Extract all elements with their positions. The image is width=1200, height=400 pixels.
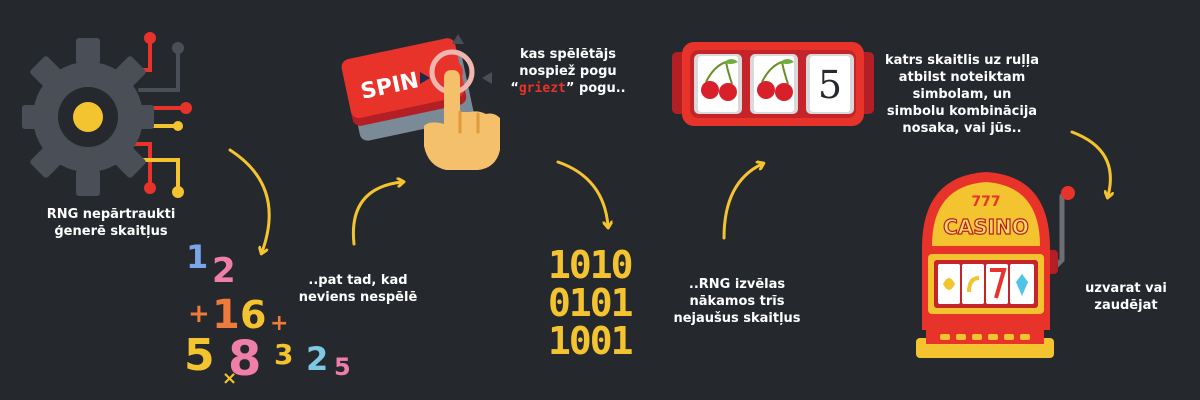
binary-line: 1010 bbox=[548, 243, 634, 287]
spin-button-hand-icon: SPIN bbox=[341, 34, 500, 170]
caption-spin-before: kas spēlētājs nospiež pogu “ bbox=[510, 47, 617, 96]
reel-number: 5 bbox=[806, 54, 854, 114]
gear-circuit-icon bbox=[22, 32, 192, 198]
number-glyph: 2 bbox=[212, 251, 236, 291]
flow-arrow-1 bbox=[228, 148, 271, 252]
machine-sign-top: 777 bbox=[971, 194, 1000, 210]
number-glyph: 5 bbox=[334, 353, 351, 381]
number-glyph: 1 bbox=[186, 238, 208, 276]
machine-sign-text: CASINO bbox=[943, 215, 1029, 239]
caption-rng: RNG nepārtraukti ģenerē skaitļus bbox=[46, 207, 176, 239]
number-glyph: 5 bbox=[184, 330, 215, 381]
flow-arrow-4 bbox=[722, 164, 762, 240]
number-glyph: 8 bbox=[228, 331, 261, 387]
slot-machine-icon: 777 CASINO bbox=[916, 172, 1075, 358]
flow-arrow-2 bbox=[351, 182, 402, 246]
number-glyph: 6 bbox=[240, 293, 266, 337]
number-glyph: 3 bbox=[274, 338, 293, 371]
caption-spin-highlight: griezt bbox=[518, 81, 566, 96]
reel-cherry-2 bbox=[750, 54, 798, 114]
reel-cherry-1 bbox=[694, 54, 742, 114]
caption-spin-after: ” pogu.. bbox=[565, 81, 626, 96]
reel-symbol-five: 5 bbox=[818, 63, 842, 107]
flow-arrow-5 bbox=[1070, 130, 1110, 196]
flow-arrow-3 bbox=[556, 160, 608, 226]
number-glyph: × bbox=[222, 368, 237, 389]
number-glyph: + bbox=[188, 299, 210, 329]
caption-symbols: katrs skaitlis uz ruļļa atbilst noteikta… bbox=[884, 53, 1039, 136]
number-glyph: + bbox=[270, 311, 288, 336]
binary-line: 0101 bbox=[548, 281, 634, 325]
caption-idle: ..pat tad, kad neviens nespēlē bbox=[298, 273, 418, 305]
binary-line: 1001 bbox=[548, 319, 634, 363]
scattered-numbers-icon: 1 2 + 1 6 + 5 8 3 2 5 × bbox=[184, 238, 351, 389]
caption-pick: ..RNG izvēlas nākamos trīs nejaušus skai… bbox=[673, 277, 801, 326]
caption-spin: kas spēlētājs nospiež pogu “griezt” pogu… bbox=[502, 46, 634, 97]
number-glyph: 2 bbox=[306, 340, 328, 378]
slot-reels-icon: 5 bbox=[672, 42, 874, 126]
caption-result: uzvarat vai zaudējat bbox=[1085, 281, 1167, 313]
number-glyph: 1 bbox=[212, 292, 240, 338]
binary-code-icon: 1010 0101 1001 bbox=[548, 246, 668, 360]
